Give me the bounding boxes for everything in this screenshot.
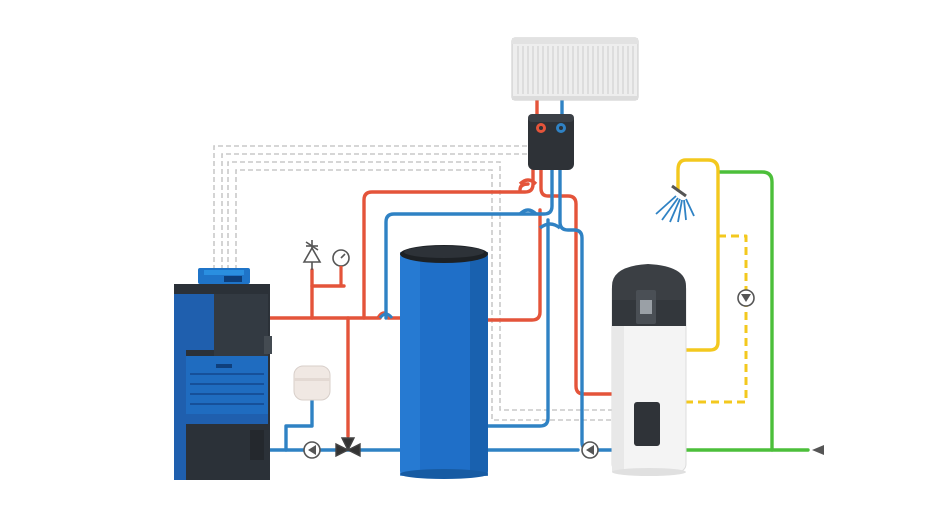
pipe-crossover	[518, 208, 538, 216]
circulation-pump-icon	[303, 441, 321, 459]
safety-valve-icon	[302, 240, 322, 270]
shower-head-icon	[655, 184, 695, 223]
hot-water-pipe	[676, 158, 720, 352]
pipe-crossover	[518, 178, 538, 186]
hot-water-return-dashed	[686, 234, 748, 404]
pressure-gauge-icon	[332, 249, 350, 286]
control-wiring	[213, 145, 612, 421]
solid-fuel-boiler-icon	[174, 268, 272, 480]
return-pipes	[260, 96, 614, 452]
cold-water-supply-pipe	[684, 170, 810, 452]
expansion-vessel-icon	[293, 365, 331, 401]
circulation-pump-icon	[737, 289, 755, 307]
mixing-valve-icon	[335, 437, 361, 458]
flow-pipes	[266, 96, 614, 438]
buffer-tank-icon	[400, 245, 488, 479]
water-inlet-arrow-icon	[812, 445, 824, 455]
mixing-unit-icon	[528, 114, 574, 170]
pipe-crossover	[378, 312, 394, 319]
pipe-crossover	[538, 222, 562, 230]
circulation-pump-icon	[581, 441, 599, 459]
radiator-icon	[511, 37, 639, 101]
heat-pump-water-heater-icon	[611, 264, 687, 476]
